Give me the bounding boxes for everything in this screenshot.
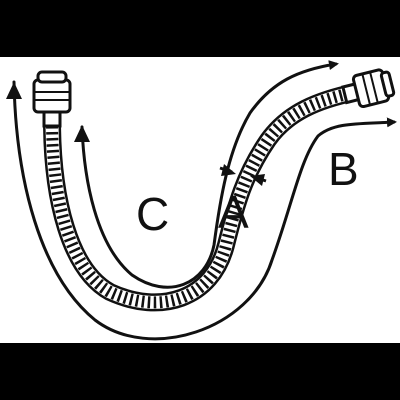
- label-c: C: [136, 188, 169, 240]
- inner-length-arrow: [80, 60, 339, 289]
- inner-arrow-start-head: [74, 125, 90, 142]
- hose-braid: [46, 86, 358, 309]
- outer-arrow-start-head: [6, 82, 22, 99]
- left-fitting: [32, 70, 72, 128]
- label-a: A: [218, 186, 249, 238]
- label-b: B: [328, 143, 359, 195]
- outer-length-arrow: [12, 80, 397, 341]
- right-fitting: [341, 68, 396, 109]
- diameter-indicator: [219, 164, 267, 186]
